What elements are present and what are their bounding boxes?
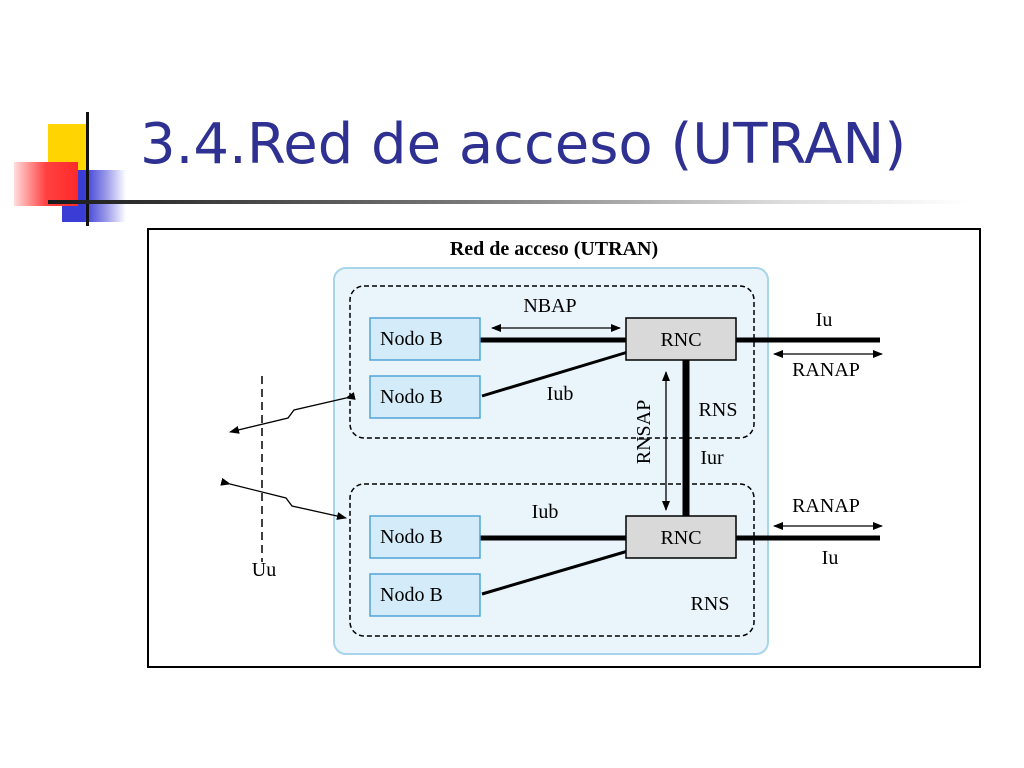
rns-area-top [349,285,755,439]
slide-title: 3.4.Red de acceso (UTRAN) [140,112,907,177]
diagram-frame: Red de acceso (UTRAN) Nodo B Nodo B [147,228,981,668]
decor-red-square [14,162,78,206]
nodo-b-2-label: Nodo B [380,386,443,408]
radio-link-top [229,392,356,434]
nodo-b-1-label: Nodo B [380,328,443,350]
nodo-b-4-label: Nodo B [380,584,443,606]
link-nodeb2-rnc1 [481,350,629,398]
title-underline [48,200,968,204]
label-iub-top: Iub [547,383,574,405]
diagram-title: Red de acceso (UTRAN) [450,238,658,260]
decor-vertical-line [86,112,89,226]
radio-link-bottom [220,477,347,520]
label-ranap-bottom: RANAP [792,495,860,517]
rnc-2-label: RNC [660,527,701,549]
label-uu: Uu [252,559,276,581]
rnc-2: RNC [625,515,737,559]
label-iub-bottom: Iub [532,501,559,523]
label-rns-top: RNS [699,399,738,421]
nodo-b-3-label: Nodo B [380,526,443,548]
label-rnsap: RNSAP [633,400,655,464]
nodo-b-1: Nodo B [369,317,481,361]
label-iu-top: Iu [816,309,833,331]
rnc-1: RNC [625,317,737,361]
rns-area-bottom [349,483,755,637]
label-rns-bottom: RNS [691,593,730,615]
label-ranap-top: RANAP [792,359,860,381]
label-nbap: NBAP [523,295,576,317]
nodo-b-4: Nodo B [369,573,481,617]
label-iu-bottom: Iu [822,547,839,569]
nodo-b-2: Nodo B [369,375,481,419]
link-nodeb4-rnc2 [481,549,629,596]
utran-diagram: Red de acceso (UTRAN) Nodo B Nodo B [220,238,883,655]
label-iur: Iur [700,447,724,469]
rnc-1-label: RNC [660,329,701,351]
nodo-b-3: Nodo B [369,515,481,559]
